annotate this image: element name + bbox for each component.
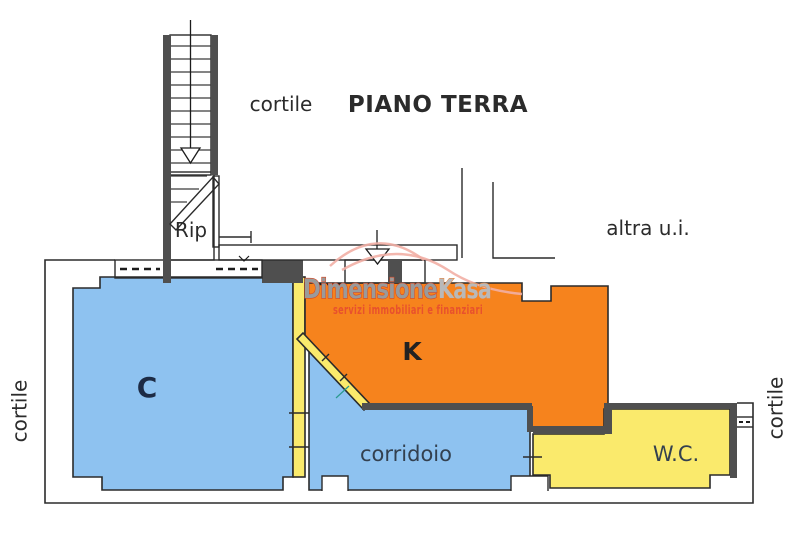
room-c-label: C [137,371,158,404]
staircase [163,20,252,283]
wall-k-block-left [527,406,533,432]
rooms [72,276,731,491]
watermark-tagline: servizi immobiliari e finanziari [333,302,483,317]
wc-label: W.C. [653,442,699,466]
notch [321,475,349,491]
watermark-brand-part2: Kasa [438,274,491,305]
cortile-left-label: cortile [8,380,32,443]
diagonal-wall-tick [321,353,330,362]
altra-ui-label: altra u.i. [606,216,689,240]
courtyard-boundary [44,259,754,504]
watermark-roof-arc [341,252,523,296]
cortile-top-label: cortile [250,92,313,116]
threshold-mark [238,255,250,262]
wall-wc-top-left [533,428,610,434]
other-unit-walls [461,168,555,259]
pilaster-notches [321,475,549,491]
understair-diagonal [169,175,220,232]
watermark: Dimensione Kasa servizi immobiliari e fi… [302,242,523,317]
stair-right-wall [211,35,218,175]
entry-vestibule [344,259,426,284]
wall-wc-right [730,403,737,478]
wall-wc-top-right [610,403,737,409]
room-k-label: K [402,337,423,366]
other-unit-wall [492,182,555,259]
thick-walls [262,260,737,478]
page-title: PIANO TERRA [348,92,528,118]
room-c-shape [72,276,294,491]
watermark-roof-arc [329,242,425,267]
wall-k-corridor [362,403,532,410]
rip-right-wall [212,175,220,248]
door-ticks [289,412,542,458]
door-swing-mark [335,385,350,399]
watermark-brand-part1: Dimensione [303,274,437,305]
stair-direction-arrow-icon [179,147,202,165]
courtyard-outline [44,259,754,504]
entry-pier [388,260,402,283]
cortile-right-label: cortile [764,377,788,440]
wall-entry-block [262,260,303,283]
wall-wc-step [604,403,612,434]
stair-left-wall [163,35,171,283]
plan-labels: cortile PIANO TERRA altra u.i. Rip C K c… [8,92,788,466]
diagonal-wall-tick [339,373,348,382]
notch [510,475,549,491]
rip-label: Rip [175,218,207,242]
corridor-label: corridoio [360,442,452,466]
